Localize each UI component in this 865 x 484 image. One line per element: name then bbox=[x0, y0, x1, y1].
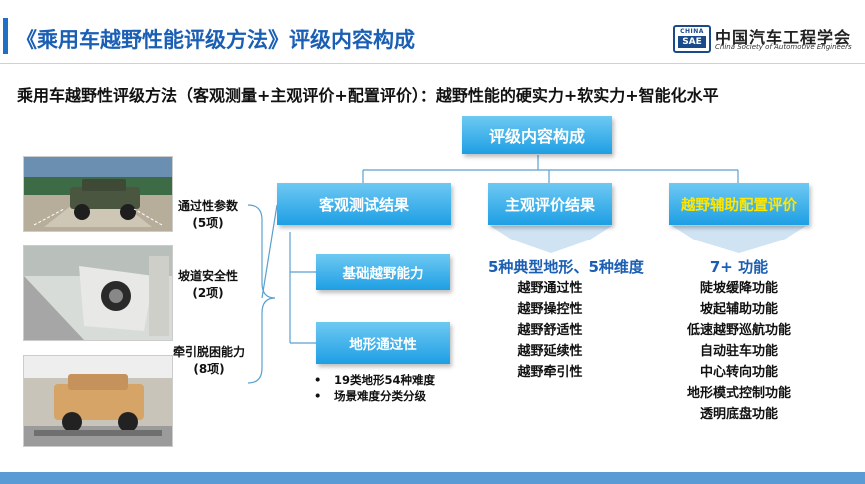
header-divider bbox=[0, 63, 865, 64]
config-heading: 7+ 功能 bbox=[709, 258, 769, 276]
slope-test-illustration bbox=[24, 246, 172, 340]
photo-slope-safety-test bbox=[23, 245, 173, 341]
objective-bullet-1: •19类地形54种难度 bbox=[314, 373, 436, 387]
label-slope-safety: 坡道安全性 (2项) bbox=[178, 269, 239, 300]
subjective-item: 越野延续性 bbox=[517, 344, 583, 359]
csae-logo-badge: CHINA SAE bbox=[673, 25, 711, 53]
subjective-box: 主观评价结果 bbox=[488, 183, 612, 225]
config-item: 中心转向功能 bbox=[699, 365, 778, 380]
subjective-item: 越野通过性 bbox=[517, 281, 583, 296]
subtitle: 乘用车越野性评级方法（客观测量+主观评价+配置评价）：越野性能的硬实力+软实力+… bbox=[17, 86, 719, 105]
config-item: 坡起辅助功能 bbox=[699, 302, 778, 317]
csae-logo: CHINA SAE 中国汽车工程学会 China Society of Auto… bbox=[673, 25, 856, 55]
subjective-item: 越野操控性 bbox=[517, 302, 583, 317]
label-pass-params: 通过性参数 (5项) bbox=[178, 199, 239, 230]
terrain-pass-box: 地形通过性 bbox=[316, 322, 450, 364]
objective-box: 客观测试结果 bbox=[277, 183, 451, 225]
traction-test-illustration bbox=[24, 356, 172, 446]
config-items: 陡坡缓降功能 坡起辅助功能 低速越野巡航功能 自动驻车功能 中心转向功能 地形模… bbox=[669, 278, 809, 425]
title-accent-bar bbox=[3, 18, 8, 54]
logo-english-name: China Society of Automotive Engineers bbox=[715, 43, 852, 51]
subjective-items: 越野通过性 越野操控性 越野舒适性 越野延续性 越野牵引性 bbox=[488, 278, 612, 383]
bottom-bar bbox=[0, 472, 865, 484]
logo-chinese-name: 中国汽车工程学会 bbox=[715, 28, 852, 47]
root-box: 评级内容构成 bbox=[462, 116, 612, 154]
photo-suv-ramp-test bbox=[23, 156, 173, 232]
objective-bullets: •19类地形54种难度 •场景难度分类分级 bbox=[314, 372, 435, 404]
logo-badge-top: CHINA bbox=[680, 28, 704, 35]
config-item: 低速越野巡航功能 bbox=[686, 323, 791, 338]
config-item: 地形模式控制功能 bbox=[686, 386, 791, 401]
basic-offroad-box: 基础越野能力 bbox=[316, 254, 450, 290]
label-traction: 牵引脱困能力 (8项) bbox=[173, 345, 246, 376]
subjective-item: 越野牵引性 bbox=[517, 365, 583, 380]
slide-title: 《乘用车越野性能评级方法》评级内容构成 bbox=[16, 28, 415, 52]
config-item: 自动驻车功能 bbox=[699, 344, 778, 359]
config-item: 陡坡缓降功能 bbox=[699, 281, 778, 296]
config-item: 透明底盘功能 bbox=[699, 407, 778, 422]
objective-bullet-2: •场景难度分类分级 bbox=[314, 389, 426, 403]
suv-ramp-illustration bbox=[24, 157, 172, 231]
subjective-item: 越野舒适性 bbox=[517, 323, 583, 338]
config-box: 越野辅助配置评价 bbox=[669, 183, 809, 225]
subjective-heading: 5种典型地形、5种维度 bbox=[488, 258, 644, 276]
photo-traction-test bbox=[23, 355, 173, 447]
logo-badge-bottom: SAE bbox=[678, 36, 706, 48]
